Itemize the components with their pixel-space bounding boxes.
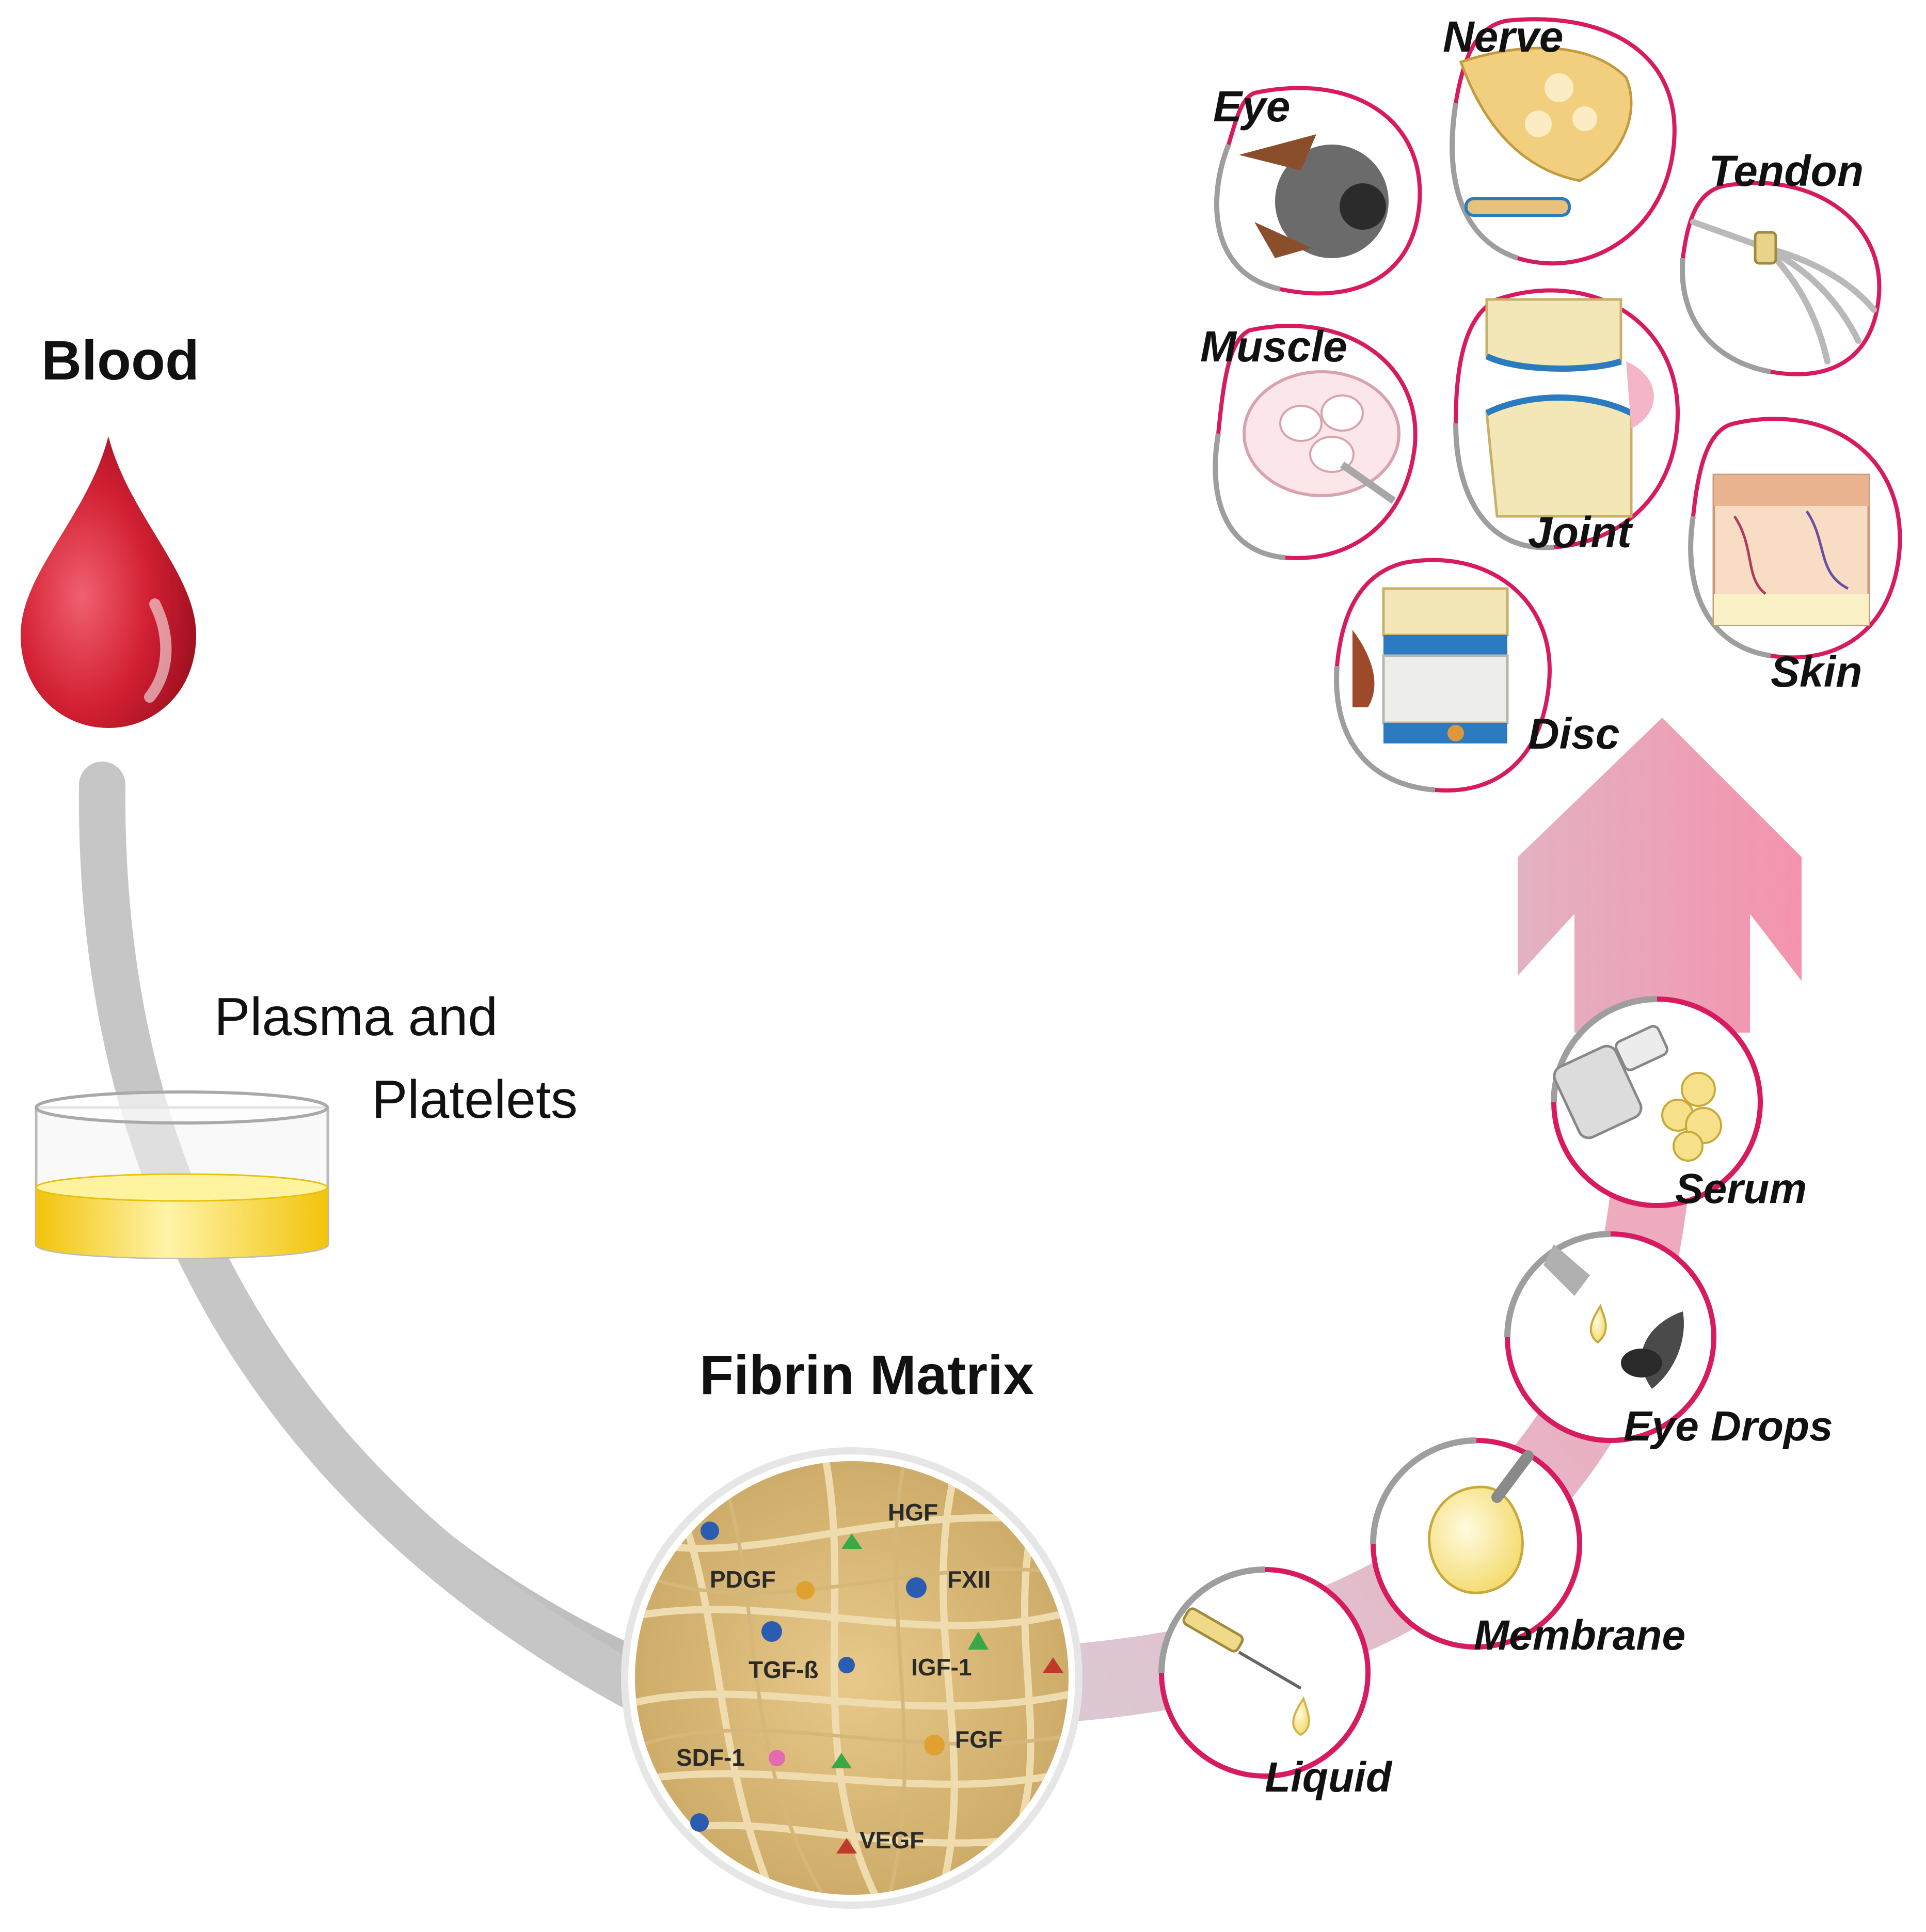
gf-label-vegf: VEGF — [859, 1827, 924, 1854]
gf-particle — [690, 1813, 709, 1832]
tissue-label-disc: Disc — [1528, 709, 1619, 758]
gf-particle — [701, 1522, 719, 1540]
tissue-joint: Joint — [1453, 288, 1680, 557]
plasma-dish-icon — [35, 1090, 329, 1259]
fibrin-fibers — [635, 1461, 1069, 1895]
gf-particle — [1043, 1657, 1063, 1673]
gf-label-sdf: SDF-1 — [676, 1744, 745, 1771]
tissue-label-nerve: Nerve — [1443, 12, 1564, 61]
form-liquid: Liquid — [1158, 1566, 1393, 1801]
fibrin-fibers-thin — [639, 1466, 1069, 1895]
gf-particle — [831, 1753, 852, 1768]
membrane-drop-icon — [1428, 1450, 1534, 1594]
gf-particle — [841, 1533, 862, 1549]
form-label-serum: Serum — [1675, 1165, 1807, 1212]
gf-label-hgf: HGF — [888, 1499, 938, 1526]
tissue-label-joint: Joint — [1528, 508, 1633, 557]
fibrin-matrix-circle: HGF PDGF FXII TGF-ß IGF-1 SDF-1 FGF VEGF — [621, 1447, 1083, 1909]
form-serum: Serum — [1551, 996, 1807, 1212]
plasma-label-line1: Plasma and — [214, 987, 498, 1047]
syringe-icon — [1182, 1607, 1310, 1736]
form-label-eye-drops: Eye Drops — [1623, 1403, 1833, 1450]
tissue-label-tendon: Tendon — [1709, 147, 1864, 195]
pink-up-arrow — [1518, 718, 1802, 1033]
eye-icon — [1239, 134, 1389, 258]
fibrin-label: Fibrin Matrix — [699, 1343, 1034, 1406]
nerve-icon — [1459, 46, 1633, 217]
gf-particle — [924, 1735, 945, 1755]
gf-particle — [796, 1581, 815, 1600]
tissue-muscle: Muscle — [1200, 322, 1418, 560]
form-label-membrane: Membrane — [1474, 1612, 1685, 1659]
gf-label-igf: IGF-1 — [911, 1654, 972, 1681]
serum-bottle-icon — [1553, 1025, 1722, 1162]
gf-label-fxii: FXII — [947, 1566, 991, 1593]
form-label-liquid: Liquid — [1265, 1754, 1393, 1801]
gf-particle — [761, 1621, 782, 1642]
skin-icon — [1712, 473, 1870, 626]
muscle-icon — [1243, 370, 1400, 504]
disc-icon — [1352, 587, 1509, 743]
tissue-label-skin: Skin — [1771, 647, 1862, 696]
plasma-label-line2: Platelets — [372, 1070, 578, 1130]
gf-particle — [836, 1838, 857, 1854]
form-eye-drops: Eye Drops — [1504, 1231, 1833, 1450]
blood-label: Blood — [41, 329, 199, 391]
tissue-label-muscle: Muscle — [1200, 322, 1347, 371]
tissue-disc: Disc — [1334, 558, 1619, 793]
gf-particle — [769, 1750, 785, 1766]
tissue-nerve: Nerve — [1443, 12, 1677, 266]
gf-particle — [838, 1657, 855, 1673]
gf-label-tgf: TGF-ß — [749, 1656, 818, 1683]
eye-dropper-icon — [1543, 1244, 1684, 1389]
tissue-tendon: Tendon — [1680, 147, 1882, 376]
gf-label-fgf: FGF — [955, 1726, 1002, 1753]
blood-drop-icon — [21, 436, 196, 728]
tissue-eye: Eye — [1213, 82, 1422, 296]
gf-particle — [906, 1577, 927, 1598]
gf-label-pdgf: PDGF — [710, 1566, 776, 1593]
joint-icon — [1485, 298, 1654, 518]
gray-track-band — [78, 762, 668, 1717]
tendon-icon — [1690, 219, 1877, 365]
tissue-label-eye: Eye — [1213, 82, 1290, 131]
gf-particle — [968, 1632, 989, 1650]
form-membrane: Membrane — [1370, 1437, 1685, 1659]
tissue-skin: Skin — [1688, 417, 1902, 696]
